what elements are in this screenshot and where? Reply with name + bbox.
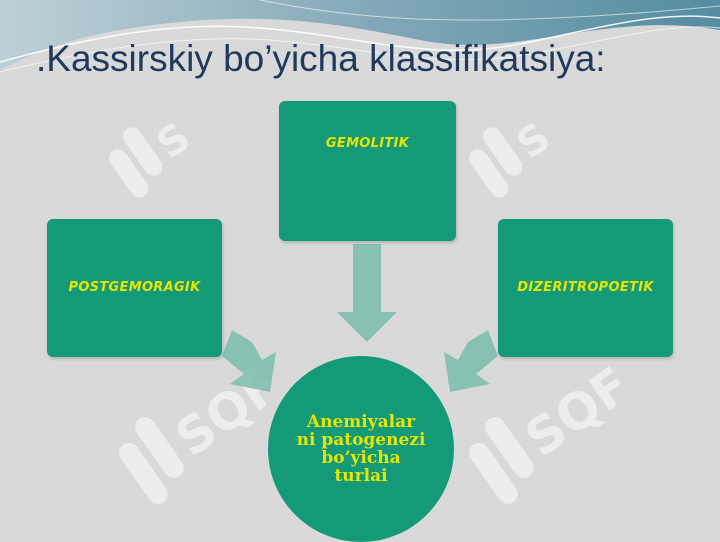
node-postgemoragik: POSTGEMORAGIK <box>47 219 222 357</box>
node-center: Anemiyalar ni patogenezi bo’yicha turlai <box>268 356 454 542</box>
node-center-label: Anemiyalar ni patogenezi bo’yicha turlai <box>296 412 426 486</box>
node-gemolitik: GEMOLITIK <box>279 101 456 241</box>
arrow-left-to-center <box>222 330 276 392</box>
arrow-right-to-center <box>444 330 498 392</box>
node-gemolitik-label: GEMOLITIK <box>325 135 410 151</box>
sqfff-logo-icon: S <box>469 114 559 198</box>
node-dizeritropoetik-label: DIZERITROPOETIK <box>517 279 654 295</box>
arrow-down <box>337 244 397 342</box>
header-wave-decoration <box>0 0 720 73</box>
sqfff-logo-icon: S <box>109 114 199 198</box>
page-title: .Kassirskiy bo’yicha klassifikatsiya: <box>36 38 606 79</box>
sqfff-logo-icon: SQF <box>469 356 640 504</box>
node-postgemoragik-label: POSTGEMORAGIK <box>68 279 201 295</box>
node-dizeritropoetik: DIZERITROPOETIK <box>498 219 673 357</box>
